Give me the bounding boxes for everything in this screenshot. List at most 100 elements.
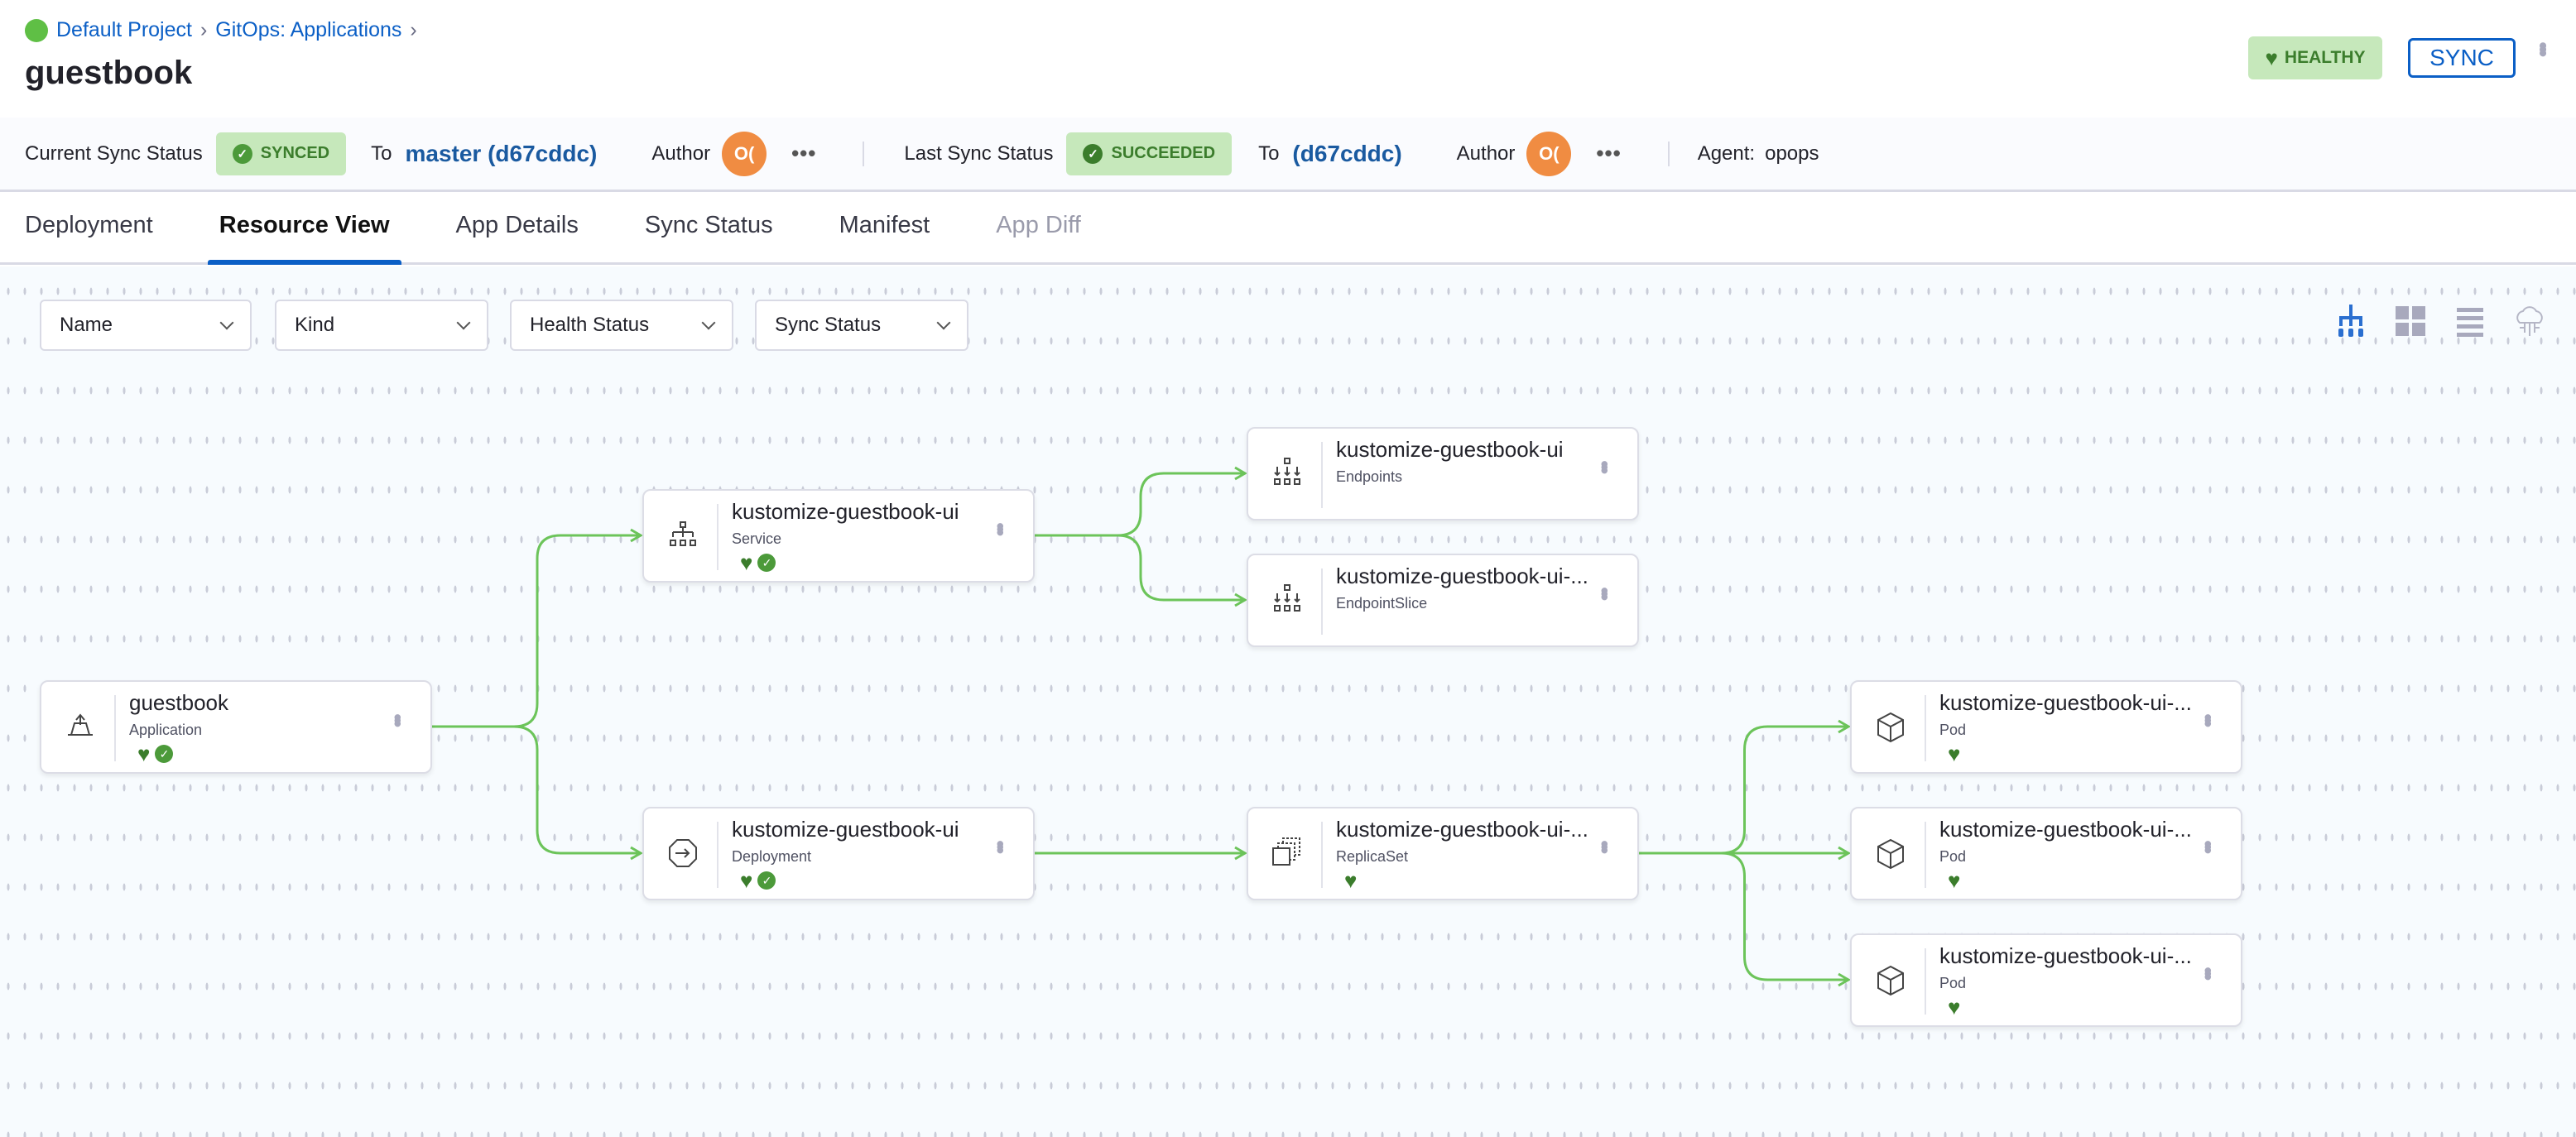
health-status-filter[interactable]: Health Status (510, 300, 733, 351)
node-kind: Service (732, 530, 782, 547)
node-menu-icon[interactable]: ••• (385, 713, 411, 723)
agent-label: Agent: (1697, 142, 1756, 165)
node-kind: Pod (1939, 722, 1967, 738)
graph-edge (432, 534, 639, 728)
node-name: kustomize-guestbook-ui-... (1336, 817, 1588, 842)
succeeded-badge: ✓SUCCEEDED (1066, 132, 1233, 175)
node-menu-icon[interactable]: ••• (2195, 713, 2221, 723)
node-menu-icon[interactable]: ••• (1592, 460, 1617, 470)
divider (114, 695, 116, 761)
resource-graph-canvas[interactable]: Name Kind Health Status Sync Status gues… (0, 266, 2576, 1137)
page-title: guestbook (25, 55, 193, 91)
author-avatar[interactable]: O( (722, 131, 767, 176)
pod-icon (1877, 838, 1904, 870)
synced-badge: ✓SYNCED (215, 132, 347, 175)
current-target-link[interactable]: master (d67cddc) (405, 140, 598, 166)
synced-check-icon: ✓ (757, 554, 776, 572)
list-icon[interactable] (2452, 303, 2488, 339)
arrowhead-icon (1838, 719, 1851, 734)
node-menu-icon[interactable]: ••• (2195, 967, 2221, 976)
chevron-right-icon: › (410, 18, 417, 41)
divider (1321, 442, 1323, 508)
synced-check-icon: ✓ (757, 871, 776, 890)
more-options-icon[interactable]: ••• (2529, 41, 2556, 53)
node-name: kustomize-guestbook-ui-... (1939, 943, 2192, 968)
node-menu-icon[interactable]: ••• (988, 840, 1013, 850)
endpointslice-icon (1274, 584, 1300, 612)
node-kind: Deployment (732, 848, 812, 865)
node-menu-icon[interactable]: ••• (2195, 840, 2221, 850)
tab-resource-view[interactable]: Resource View (207, 192, 401, 265)
resource-node-replicaset[interactable]: kustomize-guestbook-ui-...ReplicaSet♥••• (1247, 807, 1639, 900)
author-avatar[interactable]: O( (1526, 131, 1572, 176)
last-sync-label: Last Sync Status (904, 142, 1054, 165)
tab-sync-status[interactable]: Sync Status (644, 212, 773, 238)
node-menu-icon[interactable]: ••• (1592, 587, 1617, 597)
name-filter[interactable]: Name (40, 300, 252, 351)
replicaset-icon (1272, 837, 1300, 866)
more-icon[interactable]: ••• (1596, 141, 1622, 166)
divider (1667, 141, 1670, 166)
pod-icon (1877, 712, 1904, 743)
heart-icon: ♥ (1948, 741, 1961, 766)
last-target-link[interactable]: (d67cddc) (1292, 140, 1402, 166)
chevron-right-icon: › (199, 18, 208, 41)
graph-edge (1639, 725, 1847, 855)
author-label: Author (651, 142, 711, 165)
synced-text: SYNCED (260, 144, 330, 162)
arrowhead-icon (1234, 592, 1247, 607)
graph-edge (1035, 472, 1243, 537)
divider (1925, 948, 1926, 1015)
heart-icon: ♥ (740, 550, 753, 575)
arrowhead-icon (1838, 846, 1851, 861)
sync-button[interactable]: SYNC (2408, 38, 2516, 78)
node-name: kustomize-guestbook-ui (732, 817, 959, 842)
node-status: ♥✓ (740, 870, 776, 891)
sync-status-filter[interactable]: Sync Status (755, 300, 968, 351)
resource-node-endpointslice[interactable]: kustomize-guestbook-ui-...EndpointSlice•… (1247, 554, 1639, 647)
node-menu-icon[interactable]: ••• (1592, 840, 1617, 850)
resource-node-pod[interactable]: kustomize-guestbook-ui-...Pod♥••• (1850, 807, 2242, 900)
node-status: ♥ (1948, 996, 1960, 1018)
divider (1925, 822, 1926, 888)
breadcrumb-applications[interactable]: GitOps: Applications (215, 18, 402, 41)
resource-node-pod[interactable]: kustomize-guestbook-ui-...Pod♥••• (1850, 933, 2242, 1027)
node-kind: Application (129, 722, 203, 738)
node-name: kustomize-guestbook-ui (1336, 437, 1564, 462)
divider (717, 504, 718, 570)
filter-label: Health Status (530, 314, 650, 336)
node-name: kustomize-guestbook-ui-... (1939, 690, 2192, 715)
heart-icon: ♥ (1948, 868, 1961, 893)
endpoints-icon (1274, 458, 1300, 485)
resource-node-pod[interactable]: kustomize-guestbook-ui-... Pod ♥ ••• (1850, 680, 2242, 774)
deployment-icon (669, 839, 697, 867)
current-sync-label: Current Sync Status (25, 142, 203, 165)
tab-app-details[interactable]: App Details (455, 212, 579, 238)
tab-manifest[interactable]: Manifest (839, 212, 930, 238)
node-kind: EndpointSlice (1336, 595, 1428, 612)
to-label: To (1258, 142, 1280, 165)
breadcrumb-project[interactable]: Default Project (56, 18, 192, 41)
arrowhead-icon (630, 528, 643, 543)
more-icon[interactable]: ••• (791, 141, 817, 166)
to-label: To (371, 142, 392, 165)
heart-icon: ♥ (1344, 868, 1358, 893)
tab-app-diff: App Diff (996, 212, 1081, 238)
tree-icon[interactable] (2333, 303, 2369, 339)
divider (1321, 568, 1323, 635)
grid-icon[interactable] (2392, 303, 2429, 339)
node-menu-icon[interactable]: ••• (988, 522, 1013, 532)
sync-status-bar: Current Sync Status ✓SYNCED To master (d… (0, 118, 2576, 192)
tab-deployment[interactable]: Deployment (25, 212, 153, 238)
graph-edge (1035, 534, 1243, 602)
divider (1925, 695, 1926, 761)
network-icon[interactable] (2511, 303, 2548, 339)
graph-edge (432, 725, 639, 855)
kind-filter[interactable]: Kind (275, 300, 488, 351)
node-name: guestbook (129, 690, 228, 715)
filter-label: Kind (295, 314, 335, 336)
